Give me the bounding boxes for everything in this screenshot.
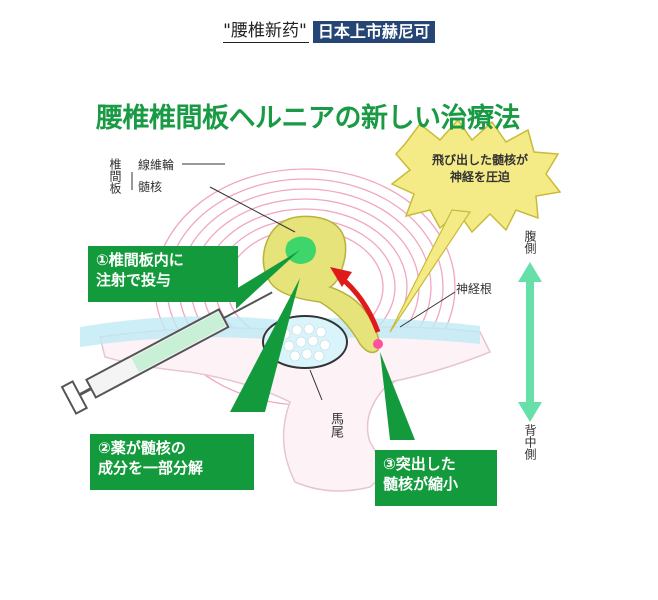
step2-box: ②薬が髄核の 成分を一部分解 <box>90 434 254 490</box>
step2-line-2: 成分を一部分解 <box>98 459 204 477</box>
protrusion-arrowhead <box>330 267 352 287</box>
callout-line-2: 神経を圧迫 <box>449 170 510 184</box>
belly-side-label: 腹側 <box>523 230 537 254</box>
pointer-step3 <box>380 352 415 440</box>
callout-text: 飛び出した髄核が 神経を圧迫 <box>415 152 545 186</box>
disc-label: 椎間板 <box>108 158 122 194</box>
diagram-illustration <box>60 118 562 492</box>
pointer-step2 <box>230 278 300 412</box>
diagram-title: 腰椎椎間板ヘルニアの新しい治療法 <box>96 103 521 134</box>
step2-line-1: ②薬が髄核の <box>98 439 186 457</box>
annulus-label: 線維輪 <box>138 158 175 172</box>
step3-box: ③突出した 髄核が縮小 <box>375 450 497 506</box>
callout-line-1: 飛び出した髄核が <box>431 153 528 167</box>
post-title: "腰椎新药" 日本上市赫尼可 <box>0 20 658 44</box>
callout-tail <box>389 209 472 333</box>
quoted-title: "腰椎新药" <box>223 21 309 43</box>
step3-line-2: 髄核が縮小 <box>383 475 459 493</box>
drug-spot <box>285 236 316 264</box>
cauda-fibers <box>279 323 331 362</box>
step1-line-2: 注射で投与 <box>96 271 172 289</box>
cauda-label: 馬尾 <box>328 412 343 438</box>
back-side-label: 背中側 <box>523 424 537 460</box>
hernia-treatment-diagram: 腰椎椎間板ヘルニアの新しい治療法 椎間板 線維輪 髄核 飛び出した髄核が 神経を… <box>60 82 620 522</box>
cauda-leader <box>309 369 323 401</box>
axis-arrow-top <box>518 262 542 282</box>
nerve-root-label: 神経根 <box>456 282 493 296</box>
syringe <box>60 291 273 415</box>
axis-arrow-bottom <box>518 402 542 422</box>
nerve-root-leader <box>399 291 456 328</box>
nucleus-leader <box>209 186 296 233</box>
highlighted-title: 日本上市赫尼可 <box>312 21 435 43</box>
callout-burst <box>390 118 562 234</box>
step1-line-1: ①椎間板内に <box>96 251 184 269</box>
compression-point <box>373 339 383 349</box>
step1-box: ①椎間板内に 注射で投与 <box>88 246 238 302</box>
step3-line-1: ③突出した <box>383 455 456 473</box>
pointer-step1 <box>236 250 300 309</box>
nucleus-label: 髄核 <box>138 180 163 194</box>
